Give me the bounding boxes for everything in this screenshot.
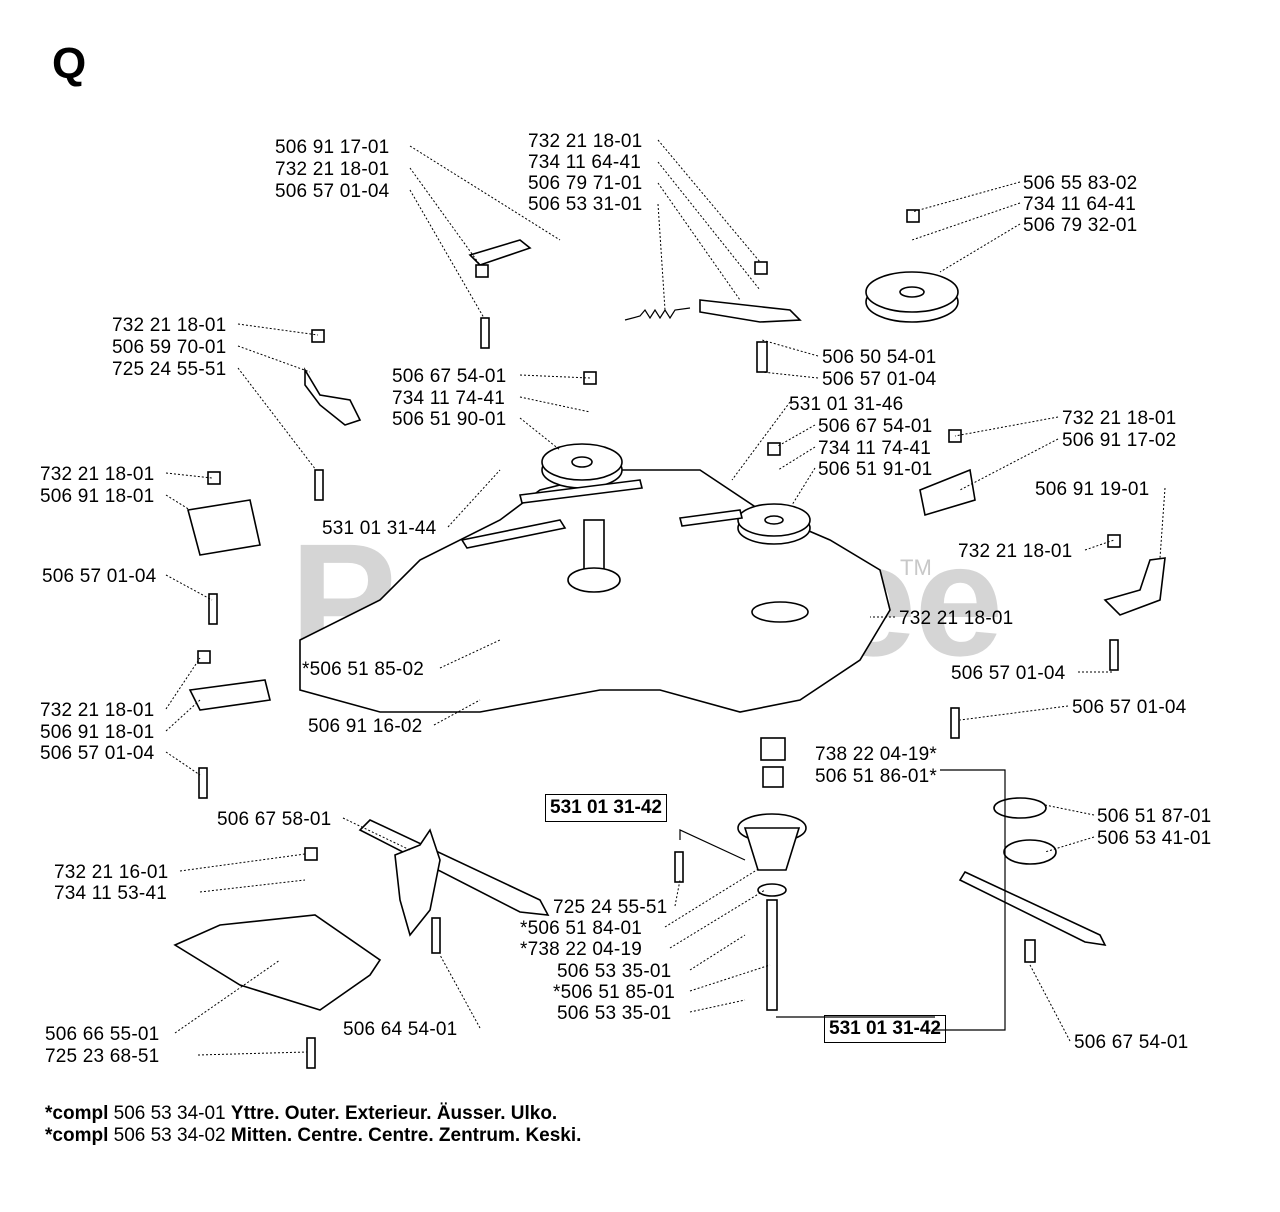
part-number-label[interactable]: 738 22 04-19* [815,744,937,765]
part-number-label[interactable]: 506 67 58-01 [217,809,332,830]
part-number-label[interactable]: 725 23 68-51 [45,1046,160,1067]
watermark-tm: TM [900,555,932,580]
assembly-part-number[interactable]: 531 01 31-42 [545,794,667,822]
part-number-label[interactable]: 732 21 18-01 [40,464,155,485]
part-number-label[interactable]: 506 91 19-01 [1035,479,1150,500]
part-number-label[interactable]: 732 21 18-01 [1062,408,1177,429]
part-number-label[interactable]: 732 21 18-01 [112,315,227,336]
part-number-label[interactable]: *506 51 84-01 [520,918,642,939]
part-number-label[interactable]: 506 91 17-02 [1062,430,1177,451]
part-number-label[interactable]: 732 21 18-01 [275,159,390,180]
tensioner-arm [699,299,802,323]
part-number-label[interactable]: 506 57 01-04 [822,369,937,390]
footnote-prefix: *compl [45,1125,109,1146]
bracket-right-upper [919,468,976,517]
right-spindle-parts [993,797,1057,865]
part-number-label[interactable]: 531 01 31-46 [789,394,904,415]
part-number-label[interactable]: 506 91 18-01 [40,486,155,507]
spring [624,307,691,321]
assembly-part-number[interactable]: 531 01 31-42 [824,1015,946,1043]
part-number-label[interactable]: *506 51 85-01 [553,982,675,1003]
part-number-label[interactable]: 506 64 54-01 [343,1019,458,1040]
part-number-label[interactable]: 732 21 18-01 [958,541,1073,562]
deck-center-hole [751,601,809,623]
deflector [394,828,441,937]
part-number-label[interactable]: 725 24 55-51 [553,897,668,918]
bracket-left-low [188,679,271,711]
part-number-label[interactable]: 506 53 35-01 [557,961,672,982]
bracket-hook [304,367,362,426]
part-number-label[interactable]: 506 91 17-01 [275,137,390,158]
part-number-label[interactable]: 506 67 54-01 [1074,1032,1189,1053]
part-number-label[interactable]: 732 21 18-01 [528,131,643,152]
part-number-label[interactable]: 506 79 32-01 [1023,215,1138,236]
part-number-label[interactable]: 506 53 35-01 [557,1003,672,1024]
part-number-label[interactable]: 506 51 87-01 [1097,806,1212,827]
part-number-label[interactable]: 732 21 18-01 [40,700,155,721]
footnote-prefix: *compl [45,1103,109,1124]
part-number-label[interactable]: 506 50 54-01 [822,347,937,368]
bracket-right-mount [1103,557,1166,616]
part-number-label[interactable]: 734 11 64-41 [1023,194,1136,215]
part-number-label[interactable]: 506 57 01-04 [951,663,1066,684]
belt-mid [519,479,643,504]
belt-left [460,519,567,549]
spindle-assembly [737,737,807,1011]
footnote-outer: *compl 506 53 34-01 Yttre. Outer. Exteri… [45,1103,557,1125]
part-number-label[interactable]: 506 79 71-01 [528,173,643,194]
leader-lines [165,139,1166,1056]
part-number-label[interactable]: 506 67 54-01 [818,416,933,437]
footnote-desc: Yttre. Outer. Exterieur. Äusser. Ulko. [230,1103,558,1124]
top-pulley [865,271,959,323]
part-number-label[interactable]: 506 59 70-01 [112,337,227,358]
part-number-label[interactable]: 506 66 55-01 [45,1024,160,1045]
part-number-label[interactable]: 506 91 16-02 [308,716,423,737]
part-number-label[interactable]: 734 11 74-41 [392,388,505,409]
bracket-top-left [468,239,532,266]
left-pulley [541,443,623,489]
discharge-cover [173,914,382,1011]
part-number-label[interactable]: 506 53 41-01 [1097,828,1212,849]
part-number-label[interactable]: 506 51 91-01 [818,459,933,480]
left-spindle-collar [567,567,621,593]
footnote-number: 506 53 34-02 [113,1125,226,1146]
part-number-label[interactable]: 506 53 31-01 [528,194,643,215]
fasteners [197,209,1121,1069]
right-pulley [737,503,811,545]
part-number-label[interactable]: *506 51 85-02 [302,659,424,680]
part-number-label[interactable]: 732 21 16-01 [54,862,169,883]
part-number-label[interactable]: 506 57 01-04 [275,181,390,202]
part-number-label[interactable]: 734 11 74-41 [818,438,931,459]
part-number-label[interactable]: 506 67 54-01 [392,366,507,387]
part-number-label[interactable]: 506 51 86-01* [815,766,937,787]
part-number-label[interactable]: 506 51 90-01 [392,409,507,430]
section-letter: Q [52,39,87,88]
blade-left [358,819,550,916]
belt-right [679,509,743,527]
part-number-label[interactable]: 531 01 31-44 [322,518,437,539]
footnote-centre: *compl 506 53 34-02 Mitten. Centre. Cent… [45,1125,581,1147]
bracket-left-mid [186,499,261,556]
blade-right [958,870,1107,947]
footnote-desc: Mitten. Centre. Centre. Zentrum. Keski. [230,1125,582,1146]
part-number-label[interactable]: 734 11 64-41 [528,152,641,173]
part-number-label[interactable]: 506 57 01-04 [42,566,157,587]
part-number-label[interactable]: 506 57 01-04 [40,743,155,764]
part-number-label[interactable]: 725 24 55-51 [112,359,227,380]
part-number-label[interactable]: *738 22 04-19 [520,939,642,960]
part-number-label[interactable]: 506 91 18-01 [40,722,155,743]
part-number-label[interactable]: 732 21 18-01 [899,608,1014,629]
part-number-label[interactable]: 506 55 83-02 [1023,173,1138,194]
part-number-label[interactable]: 506 57 01-04 [1072,697,1187,718]
part-number-label[interactable]: 734 11 53-41 [54,883,167,904]
footnote-number: 506 53 34-01 [113,1103,226,1124]
